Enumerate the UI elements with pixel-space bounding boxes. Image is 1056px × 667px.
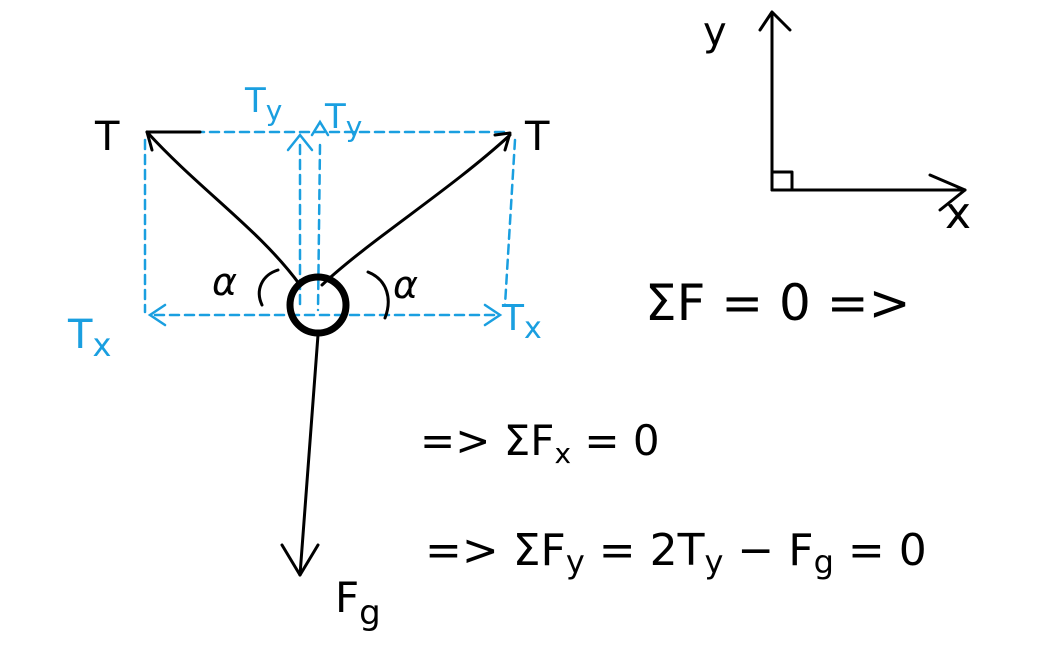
- alpha-right-label: α: [393, 263, 418, 307]
- gravity-arrowhead: [280, 543, 320, 577]
- ty-right-arrowhead: [310, 119, 330, 137]
- tx-left-arrowhead: [147, 303, 167, 327]
- right-rope: [320, 133, 512, 287]
- equation-sum-f: ΣF = 0 =>: [645, 274, 911, 332]
- x-axis-label: x: [945, 188, 971, 239]
- y-axis-label: y: [703, 9, 727, 55]
- left-rope: [145, 130, 302, 287]
- right-angle-mark: [770, 170, 794, 192]
- ty-left-label: Ty: [244, 81, 282, 127]
- tx-right-label: Tx: [501, 298, 542, 346]
- equation-sum-fx: => ΣFx = 0: [420, 416, 660, 470]
- equation-sum-fy: => ΣFy = 2Ty − Fg = 0: [425, 525, 927, 581]
- right-dashed-line: [503, 138, 517, 307]
- ty-left-arrowhead: [286, 132, 314, 152]
- mass-circle: [286, 273, 350, 337]
- alpha-left-label: α: [212, 260, 237, 304]
- ty-right-label: Ty: [324, 97, 362, 143]
- right-rope-arrowhead: [493, 131, 512, 152]
- tension-right-label: T: [524, 114, 550, 160]
- gravity-vector: [298, 333, 320, 577]
- gravity-label: Fg: [335, 573, 381, 633]
- y-axis-arrowhead: [758, 10, 792, 32]
- tx-right-arrowhead: [483, 303, 503, 327]
- ty-right-dashed-line: [316, 143, 322, 312]
- component-lines: [143, 119, 517, 327]
- alpha-left-arc: [257, 268, 280, 307]
- tension-left-label: T: [94, 114, 120, 160]
- alpha-right-arc: [366, 270, 390, 320]
- tx-left-label: Tx: [67, 312, 111, 364]
- left-rope-arrowhead: [145, 130, 202, 152]
- x-axis-arrowhead: [928, 173, 967, 212]
